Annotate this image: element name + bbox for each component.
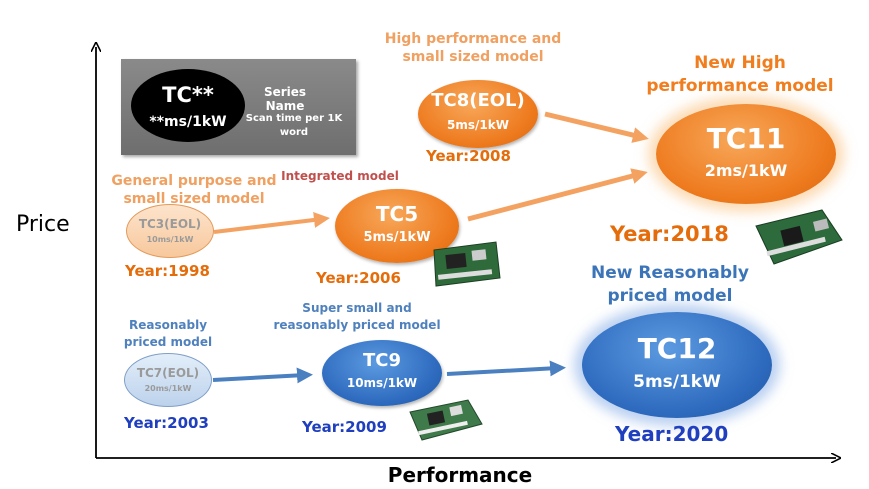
product-tc5-spec: 5ms/1kW [363,230,431,245]
category-super-small: Super small and reasonably priced model [273,301,441,332]
product-tc7-name: TC7(EOL) [136,366,200,380]
product-tc8: TC8(EOL) 5ms/1kW [418,80,538,148]
x-axis-label: Performance [387,463,533,487]
product-tc7-year: Year:2003 [124,414,209,432]
product-tc8-spec: 5ms/1kW [447,118,509,132]
legend-oval-title: TC** [162,83,214,107]
product-tc12-year: Year:2020 [615,422,729,446]
tc11-board-image [755,209,843,265]
y-axis-label: Price [16,212,70,237]
category-general-small: General purpose and small sized model [111,173,277,207]
arrow-tc8-tc11 [544,111,649,143]
product-tc11-spec: 2ms/1kW [704,161,788,180]
category-reasonable: Reasonably priced model [123,318,213,349]
product-tc9-spec: 10ms/1kW [346,376,418,390]
category-high-small: High performance and small sized model [384,31,562,65]
arrow-tc7-tc9 [212,367,313,384]
legend-scan-time: Scan time per 1K word [245,113,343,138]
product-tc9-name: TC9 [362,350,401,371]
product-tc11-year: Year:2018 [610,222,729,246]
legend-box: TC** **ms/1kW Series Name Scan time per … [121,59,356,155]
product-tc11-name: TC11 [706,122,786,155]
tc9-board-image [409,399,483,441]
category-integrated: Integrated model [281,169,399,183]
product-tc12-name: TC12 [637,332,717,365]
category-new-reasonable: New Reasonably priced model [591,263,749,306]
arrow-tc3-tc5 [213,212,330,234]
product-tc5-name: TC5 [375,202,419,226]
product-tc9-year: Year:2009 [302,418,387,436]
legend-oval: TC** **ms/1kW [131,69,245,142]
product-tc12-spec: 5ms/1kW [633,372,721,392]
arrow-tc5-tc11 [467,168,648,222]
product-tc9: TC9 10ms/1kW [322,340,442,406]
product-tc8-name: TC8(EOL) [431,90,525,111]
product-tc7: TC7(EOL) 20ms/1kW [124,353,212,407]
category-new-high: New High performance model [646,53,834,96]
product-tc3-spec: 10ms/1kW [146,235,194,244]
product-tc11: TC11 2ms/1kW [656,104,836,204]
product-tc3-year: Year:1998 [125,262,210,280]
product-tc3: TC3(EOL) 10ms/1kW [126,204,214,258]
tc5-board-image [433,241,501,287]
product-tc8-year: Year:2008 [426,147,511,165]
legend-oval-spec: **ms/1kW [149,114,227,130]
legend-series-name: Series Name [263,85,307,113]
product-tc3-name: TC3(EOL) [138,217,202,231]
arrow-tc9-tc12 [446,360,566,377]
product-tc7-spec: 20ms/1kW [144,384,192,393]
product-tc12: TC12 5ms/1kW [582,312,772,418]
product-tc5-year: Year:2006 [316,269,401,287]
